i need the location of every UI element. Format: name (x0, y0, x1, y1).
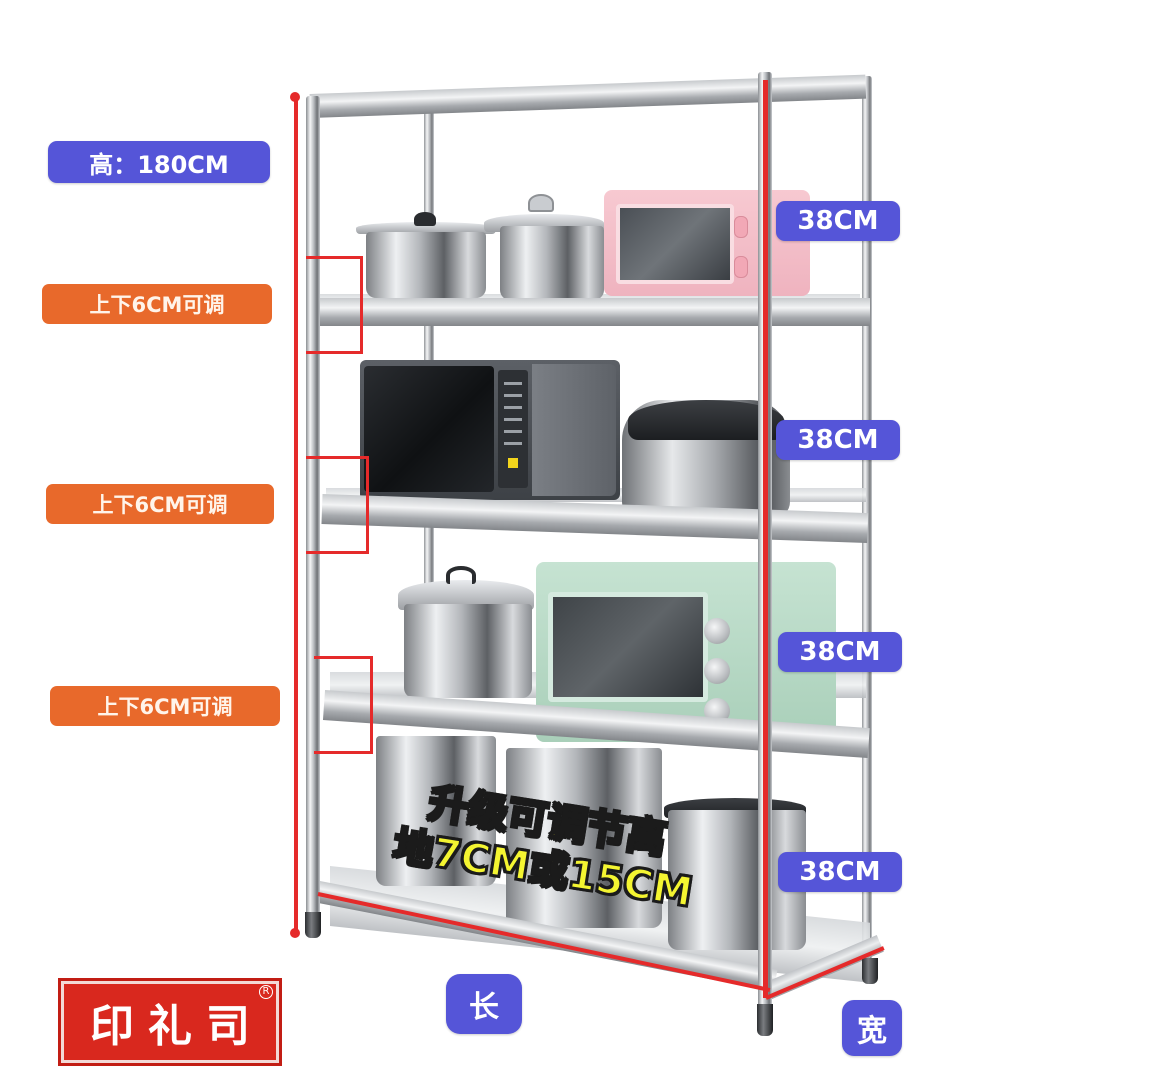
height-dimension-dot-top (290, 92, 300, 102)
adjust-range-box-3 (314, 656, 373, 754)
tier-spacing-label-4: 38CM (778, 852, 902, 892)
tier-spacing-label-1: 38CM (776, 201, 900, 241)
tier-spacing-text: 38CM (799, 637, 881, 667)
adjustable-label-text: 上下6CM可调 (92, 493, 228, 517)
width-label: 宽 (842, 1000, 902, 1056)
microwave-door (364, 366, 494, 492)
length-label: 长 (446, 974, 522, 1034)
height-dimension-line (294, 96, 298, 936)
height-label-text: 高：180CM (89, 150, 229, 179)
brand-name: 印礼司 (90, 1001, 264, 1052)
rack-foot-left (305, 912, 321, 938)
large-stock-pot-center (506, 748, 662, 928)
width-label-text: 宽 (857, 1014, 887, 1049)
oven-window (616, 204, 734, 284)
rack-foot-right (757, 1004, 773, 1036)
shelf-top-edge (309, 74, 867, 118)
height-dimension-dot-bottom (290, 928, 300, 938)
tier-spacing-text: 38CM (797, 206, 879, 236)
rack-post-front-left (306, 96, 320, 928)
adjust-range-box-2 (306, 456, 369, 554)
tier-spacing-text: 38CM (799, 857, 881, 887)
adjustable-label-2: 上下6CM可调 (46, 484, 274, 524)
pink-toaster-oven (604, 190, 810, 296)
tier-spacing-text: 38CM (797, 425, 879, 455)
oven-window (548, 592, 708, 702)
adjustable-label-text: 上下6CM可调 (97, 695, 233, 719)
shelf-1-edge (316, 298, 870, 326)
height-label: 高：180CM (48, 141, 270, 183)
adjustable-label-3: 上下6CM可调 (50, 686, 280, 726)
front-right-dimension-line (763, 80, 768, 998)
brand-logo: 印礼司 R (58, 978, 282, 1066)
registered-trademark-icon: R (259, 985, 273, 999)
length-label-text: 长 (469, 990, 499, 1025)
microwave-control-panel (498, 370, 528, 488)
microwave (360, 360, 620, 500)
tier-spacing-label-3: 38CM (778, 632, 902, 672)
adjustable-label-1: 上下6CM可调 (42, 284, 272, 324)
rack-foot-back (862, 958, 878, 984)
large-stock-pot-left (376, 736, 496, 886)
adjust-range-box-1 (306, 256, 363, 354)
tier-spacing-label-2: 38CM (776, 420, 900, 460)
adjustable-label-text: 上下6CM可调 (89, 293, 225, 317)
